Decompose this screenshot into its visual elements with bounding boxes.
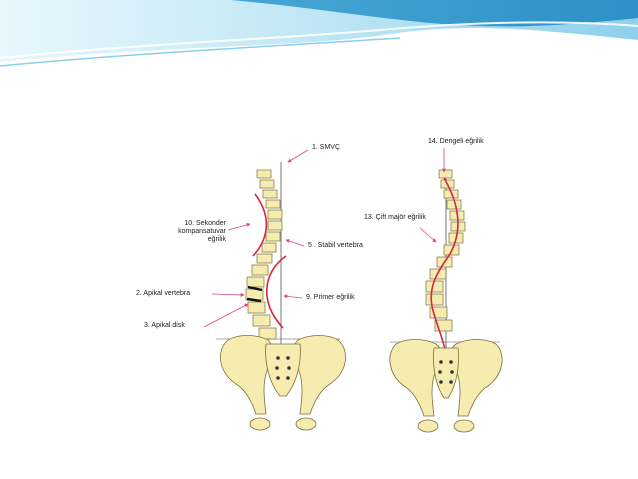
right-pelvis [389,339,503,433]
vertebra [256,169,272,179]
label-smvc: 1. SMVÇ [312,144,341,151]
double-major-curve [430,177,459,355]
vertebra [265,199,281,209]
left-pelvis [220,335,346,431]
scoliosis-diagram [203,148,503,433]
label-sekonder-line2: kompansatuvar [178,228,226,235]
arrow-primer [283,294,303,299]
arrow-stabil [285,239,305,247]
arrow-sekonder [227,222,251,231]
left-sacrum-foramina [275,356,291,380]
arrow-apikal-vertebra [211,292,245,297]
label-dengeli-egrilik: 14. Dengeli eğrilik [428,138,484,145]
secondary-curve [252,193,268,257]
vertebra [425,293,444,306]
arrow-cift-major [419,227,437,243]
primary-curve [266,255,287,329]
apical-vertebra-mark [247,285,263,292]
arrow-apikal-disk [203,303,249,328]
vertebra [265,231,281,242]
scoliosis-figure: 1. SMVÇ 10. Sekonder kompansatuvar eğril… [128,132,512,438]
banner-wave-dark [0,0,638,27]
vertebra [267,209,283,220]
vertebra [252,314,271,327]
vertebra [434,319,453,332]
vertebra [262,189,278,199]
vertebra [438,169,453,179]
banner-streak-2 [0,37,401,67]
banner-streak [0,21,638,59]
vertebra [267,220,283,231]
left-vertebrae [245,169,283,340]
left-spine [216,162,346,431]
right-spine [389,169,503,433]
label-cift-major-egrilik: 13. Çift majör eğrilik [364,214,426,221]
label-sekonder-line1: 10. Sekonder [184,220,226,227]
apical-vertebra-mark-2 [246,297,262,303]
label-apikal-vertebra: 2. Apikal vertebra [136,290,191,297]
vertebra [429,306,448,319]
label-sekonder: 10. Sekonder kompansatuvar eğrilik [156,220,226,244]
vertebra [247,301,266,314]
vertebra [258,327,277,340]
vertebra [251,264,269,276]
vertebra [259,179,275,189]
label-apikal-disk: 3. Apikal disk [144,322,185,329]
header-banner [0,0,638,67]
vertebra [246,276,265,288]
vertebra [261,242,277,253]
label-sekonder-line3: eğrilik [207,236,226,243]
label-stabil-vertebra: 5 . Stabil vertebra [308,242,363,249]
annotation-arrows [203,148,446,328]
right-sacrum-foramina [438,360,454,384]
vertebra [256,253,273,264]
arrow-smvc [287,149,309,163]
label-primer-egrilik: 9. Primer eğrilik [306,294,355,301]
